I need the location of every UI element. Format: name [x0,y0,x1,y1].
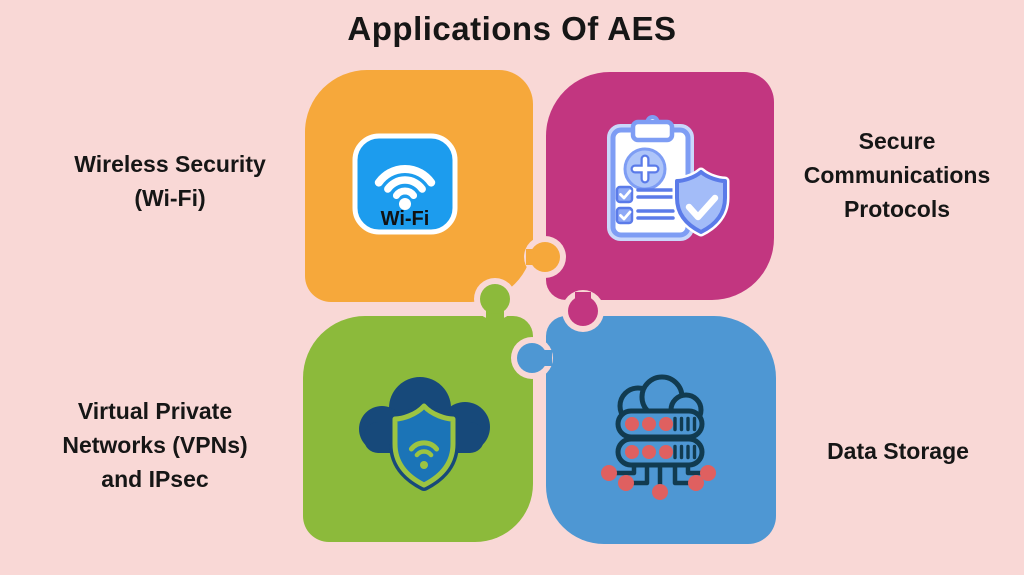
storage-network-nodes [601,465,716,500]
puzzle-tab-green [480,284,510,314]
label-secure-communications: Secure Communications Protocols [803,128,991,222]
puzzle-tab-orange [530,242,560,272]
list-lines [636,188,675,220]
puzzle-tab-magenta [568,296,598,326]
clipboard-clip [630,119,675,143]
checkbox-2 [615,206,634,225]
label-data-storage: Data Storage [827,438,969,464]
checkbox-1 [615,185,634,204]
wifi-badge-text: Wi-Fi [381,208,430,230]
wifi-arc-small [392,187,418,199]
label-vpn-ipsec: Virtual Private Networks (VPNs) and IPse… [62,398,248,492]
wifi-icon: Wi-Fi [352,133,458,235]
server-racks [615,408,705,468]
page-title: Applications Of AES [347,10,677,47]
puzzle-tab-blue [517,343,547,373]
vpn-wifi-dot [420,461,428,469]
wifi-arc-large [374,164,436,187]
wifi-arc-medium [384,176,426,193]
cloud-shield-icon [359,377,490,491]
vpn-wifi-arc-small [414,449,434,458]
clipboard-shield-icon [607,115,730,241]
shield-check [675,170,727,234]
wifi-dot [399,198,411,210]
vpn-shield [392,403,456,488]
cloud-server-icon [601,374,716,500]
plus-glyph [632,156,658,182]
label-wireless-security: Wireless Security (Wi-Fi) [74,151,266,211]
storage-network-lines [616,465,704,490]
vpn-wifi-arc-large [408,440,440,452]
shield-checkmark [685,194,719,221]
